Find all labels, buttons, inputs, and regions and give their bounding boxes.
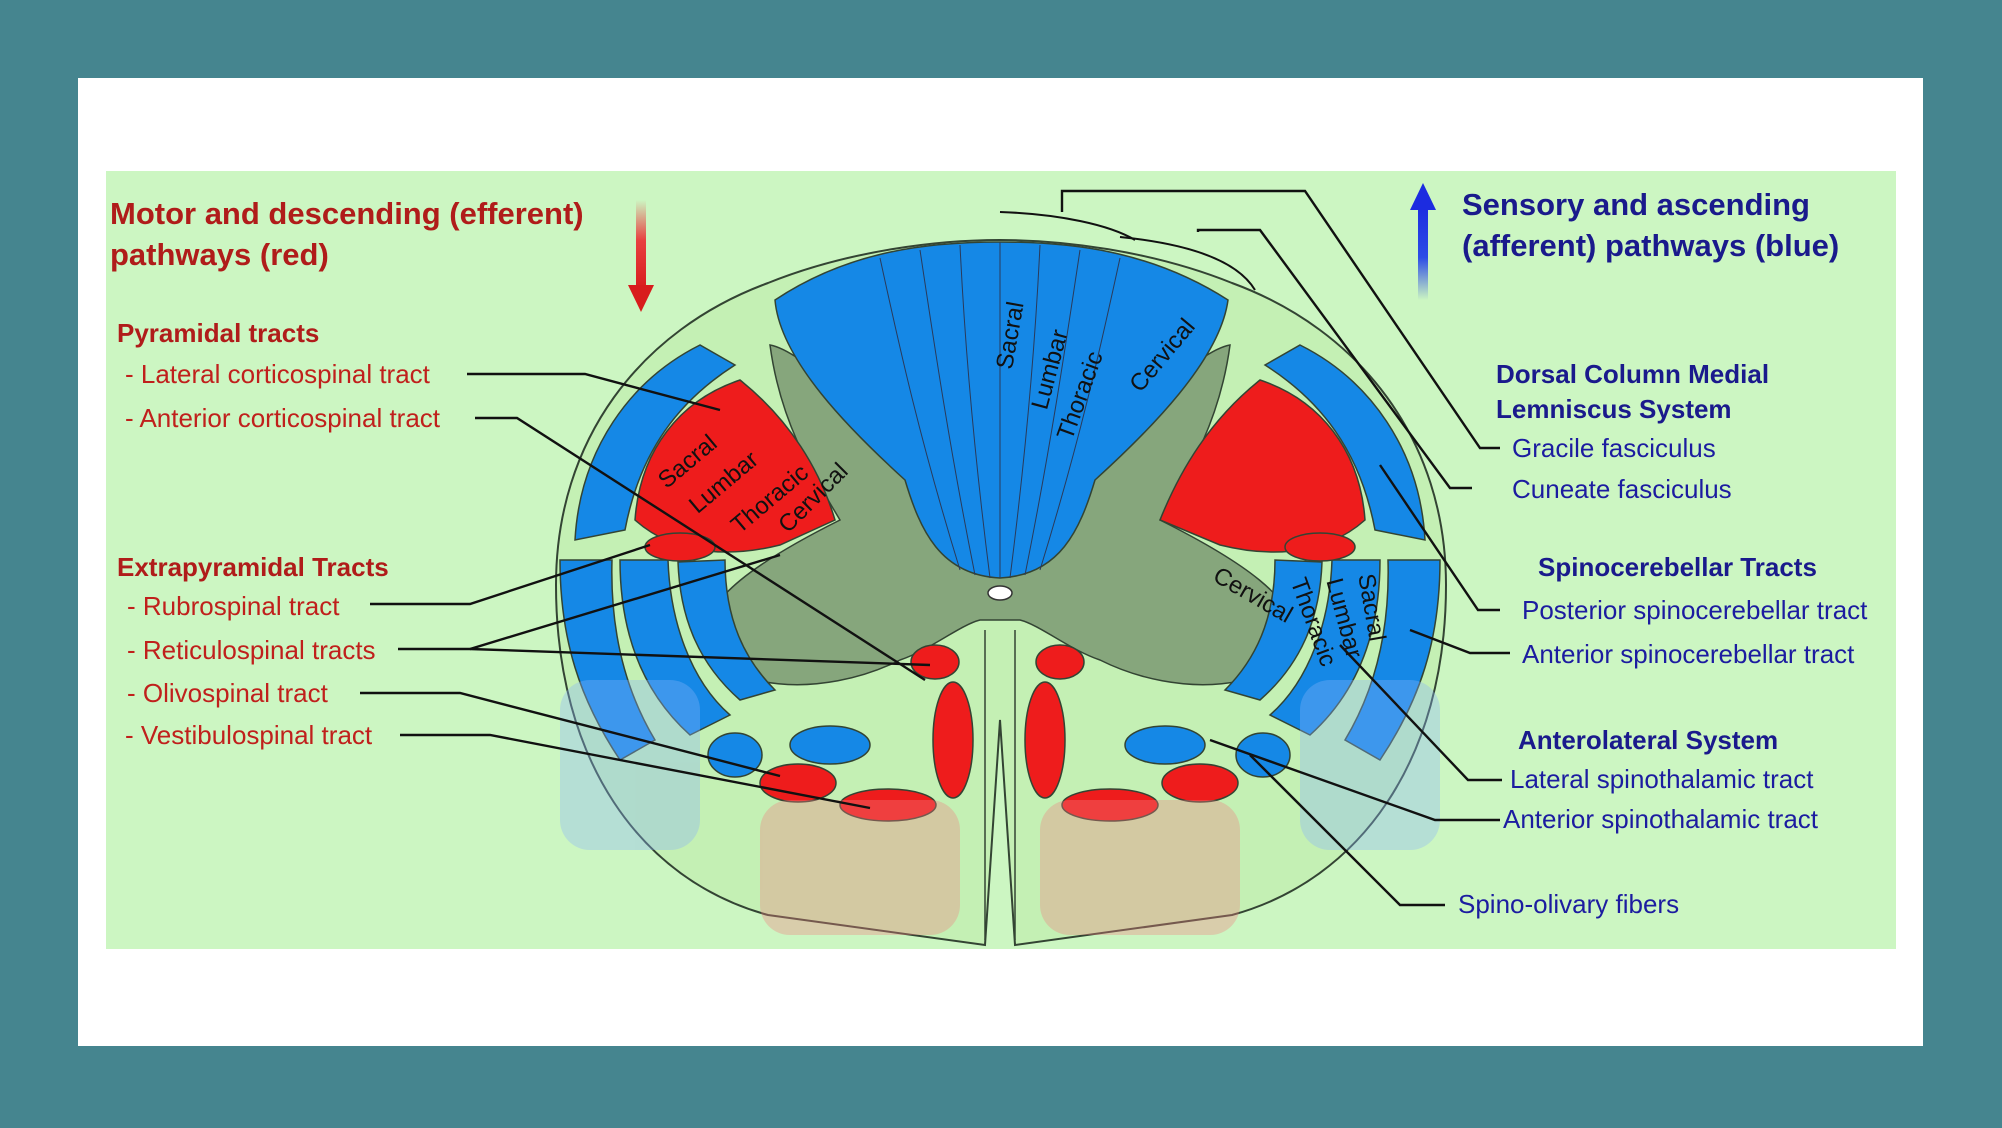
arrow-up-icon [1410, 183, 1436, 300]
spinocerebellar-heading: Spinocerebellar Tracts [1538, 552, 1817, 582]
ventral-blue-left [789, 725, 871, 765]
rubrospinal-label: - Rubrospinal tract [127, 591, 340, 621]
anterior-median-fissure [984, 630, 1016, 940]
sensory-pathways-title: Sensory and ascending (afferent) pathway… [1462, 187, 1840, 263]
dorsal-bracket-left [999, 211, 1136, 241]
anterior-corticospinal-right [1024, 681, 1066, 799]
anterior-corticospinal-left [932, 681, 974, 799]
spino-olivary-right [1124, 725, 1206, 765]
faded-lower-region [560, 680, 1440, 935]
lateral-spinothalamic-label: Lateral spinothalamic tract [1510, 764, 1814, 794]
vestibulospinal-tract-left [839, 788, 937, 822]
anterior-spinocerebellar-right [1343, 559, 1441, 761]
vestibulospinal-label: - Vestibulospinal tract [125, 720, 373, 750]
olivospinal-label: - Olivospinal tract [127, 678, 328, 708]
anterior-spinocerebellar-label: Anterior spinocerebellar tract [1522, 639, 1855, 669]
anterolateral-band-left [619, 559, 732, 736]
pyramidal-heading: Pyramidal tracts [117, 318, 320, 348]
spinothalamic-band-right [1268, 559, 1381, 736]
lateral-corticospinal-label: - Lateral corticospinal tract [125, 359, 430, 389]
anterolateral-heading: Anterolateral System [1518, 725, 1779, 755]
reticulospinal-tract-right [1035, 644, 1085, 680]
posterior-spinocerebellar-left [574, 344, 737, 541]
olivospinal-tract-right [1161, 763, 1239, 803]
posterior-spinocerebellar-label: Posterior spinocerebellar tract [1522, 595, 1868, 625]
reticulospinal-label: - Reticulospinal tracts [127, 635, 376, 665]
spinothalamic-band-right-2 [1223, 559, 1323, 701]
anterior-spinocerebellar-left [559, 559, 657, 761]
dorsal-bracket-right [1119, 236, 1256, 291]
spino-olivary-label: Spino-olivary fibers [1458, 889, 1680, 919]
ventral-blue-right-2 [1235, 732, 1291, 778]
leader-lines [360, 189, 1510, 907]
rubrospinal-tract-right [1284, 532, 1356, 562]
anterior-corticospinal-label: - Anterior corticospinal tract [125, 403, 441, 433]
posterior-spinocerebellar-right [1263, 344, 1426, 541]
lateral-corticospinal-left [634, 379, 836, 553]
anterolateral-band-left-2 [677, 559, 777, 701]
arrow-down-icon [628, 200, 654, 312]
central-canal [987, 585, 1013, 601]
reticulospinal-tract-left [910, 644, 960, 680]
olivospinal-tract-left [759, 763, 837, 803]
lateral-corticospinal-right [1159, 379, 1366, 553]
dcml-heading: Dorsal Column Medial Lemniscus System [1496, 359, 1770, 424]
ventral-blue-left-2 [707, 732, 763, 778]
gracile-fasciculus-label: Gracile fasciculus [1512, 433, 1716, 463]
dorsal-segment-lines [879, 242, 1121, 579]
cuneate-fasciculus-label: Cuneate fasciculus [1512, 474, 1732, 504]
motor-pathways-title: Motor and descending (efferent) pathways… [110, 196, 584, 272]
vestibulospinal-tract-right [1061, 788, 1159, 822]
extrapyramidal-heading: Extrapyramidal Tracts [117, 552, 389, 582]
anterior-spinothalamic-label: Anterior spinothalamic tract [1503, 804, 1819, 834]
